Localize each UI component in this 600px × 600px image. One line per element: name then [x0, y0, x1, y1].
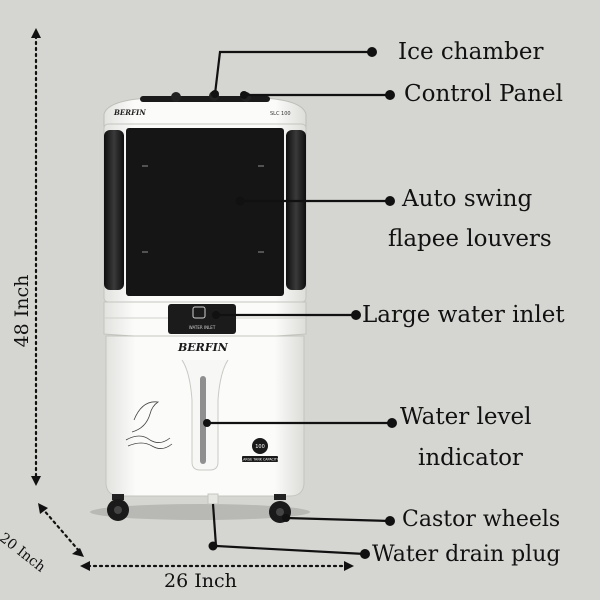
label-louvers-line1: Auto swing [402, 186, 533, 212]
callout-dots [203, 47, 397, 559]
lower-tank: BERFIN 100 LARGE TANK CAPACITY [105, 335, 305, 497]
water-inlet-panel [168, 304, 236, 334]
leader-ice-chamber [213, 50, 372, 95]
upper-body [103, 123, 307, 303]
label-louvers-line2: flapee louvers [388, 226, 552, 252]
floor-shadow [90, 504, 310, 520]
label-castor-wheels: Castor wheels [402, 507, 561, 532]
control-knob-1 [171, 92, 181, 102]
height-dimension-label: 48 Inch [11, 274, 33, 348]
label-water-inlet: Large water inlet [362, 302, 565, 328]
right-side-rib [286, 130, 306, 290]
dimension-lines [34, 34, 348, 568]
model-text: SLC 100 [270, 111, 291, 117]
water-level-window [200, 376, 206, 464]
label-water-drain-plug: Water drain plug [372, 542, 561, 567]
label-control-panel: Control Panel [404, 81, 563, 107]
louver-panel [126, 128, 284, 296]
capacity-badge: 100 LARGE TANK CAPACITY [241, 438, 280, 462]
water-inlet-icon [192, 306, 206, 319]
label-ice-chamber: Ice chamber [398, 39, 544, 65]
label-water-level-line1: Water level [400, 404, 532, 430]
drain-plug [207, 493, 219, 505]
capacity-text: LARGE TANK CAPACITY [241, 458, 280, 462]
inlet-caption: WATER INLET [189, 325, 216, 330]
brand-top-text: BERFIN [113, 108, 146, 117]
dolphin-decal-icon [125, 401, 173, 449]
depth-dimension-line [40, 506, 82, 554]
middle-band: WATER INLET [103, 301, 307, 339]
left-side-rib [104, 130, 124, 290]
castor-wheel-left [107, 494, 129, 521]
width-dimension-label: 26 Inch [164, 570, 237, 592]
label-water-level-line2: indicator [418, 445, 523, 471]
leader-castor-wheels [285, 516, 391, 523]
brand-front-text: BERFIN [177, 341, 229, 354]
dimension-arrowheads [31, 28, 354, 571]
top-lid: BERFIN SLC 100 [103, 91, 307, 127]
capacity-number: 100 [255, 444, 265, 450]
